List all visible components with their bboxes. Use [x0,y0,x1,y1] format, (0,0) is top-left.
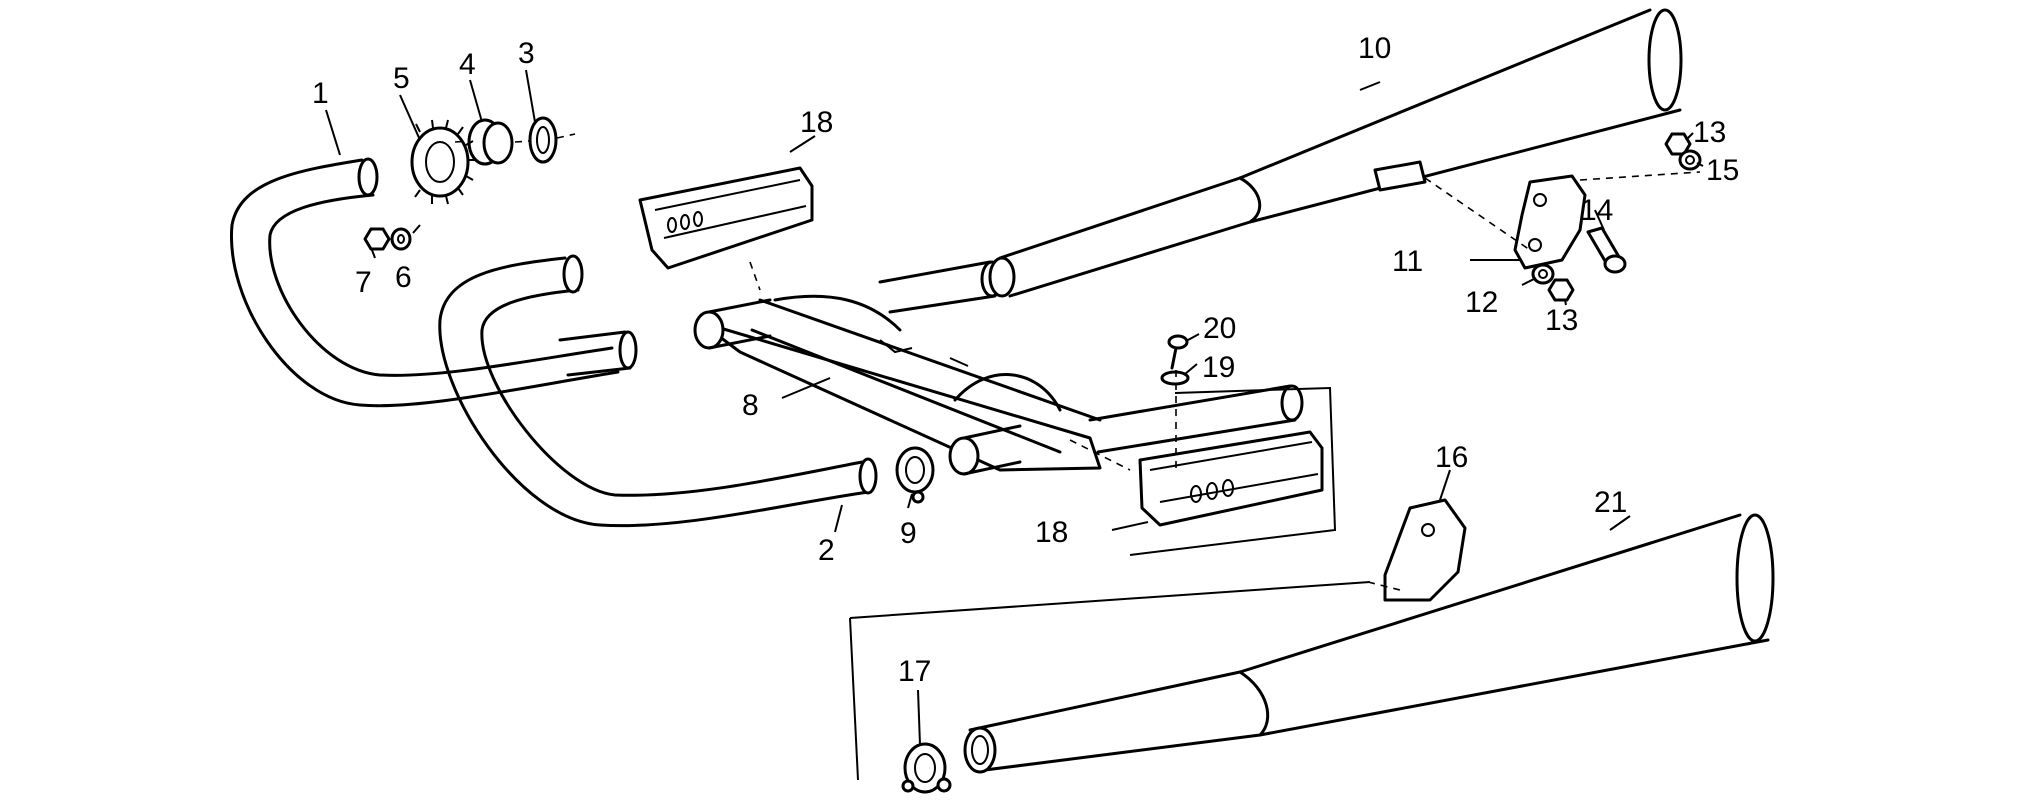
bolt-20 [1167,334,1189,370]
pipe-clamp [895,446,935,504]
mounting-bracket-lower [1138,430,1324,527]
callout-6: 6 [395,261,412,294]
callout-5: 5 [393,62,410,95]
callout-12: 12 [1465,286,1498,319]
callout-18: 18 [800,106,833,139]
callout-1: 1 [312,77,329,110]
header-pipe-right [438,254,878,528]
callout-3: 3 [518,37,535,70]
header-pipe-left [229,157,638,408]
washer-6 [390,227,412,251]
callout-14: 14 [1580,194,1613,227]
mounting-bracket-upper [638,166,814,270]
callout-21: 21 [1594,486,1627,519]
nut-7 [363,227,391,251]
exhaust-gasket [528,116,558,164]
callout-labels: 1 2 3 4 5 6 7 8 9 10 11 12 13 13 14 15 1… [312,32,1739,688]
callout-18: 18 [1035,516,1068,549]
washer-15 [1678,149,1702,171]
leader-lines [325,69,1704,746]
callout-10: 10 [1358,32,1391,65]
callout-4: 4 [459,48,476,81]
callout-8: 8 [742,389,759,422]
bolt-14 [1586,226,1627,274]
crossover-balance-pipe [693,294,1102,476]
nut-13-lower [1547,278,1575,302]
finned-ring-nut [410,119,476,205]
callout-13: 13 [1693,116,1726,149]
callout-19: 19 [1202,351,1235,384]
callout-7: 7 [355,266,372,299]
washer-12 [1531,263,1555,285]
crossover-outlet-pipe-lower [1088,384,1304,454]
silencer-lower [963,513,1775,774]
silencer-clamp [901,742,952,794]
exhaust-collar [467,118,514,166]
callout-20: 20 [1203,312,1236,345]
assembly-lines [454,133,1701,591]
frame-outline-lines [849,386,1371,781]
callout-9: 9 [900,517,917,550]
silencer-upper [988,8,1683,298]
callout-11: 11 [1392,245,1423,278]
washer-19 [1160,370,1190,386]
silencer-mount-plate [1373,160,1427,192]
callout-16: 16 [1435,441,1468,474]
crossover-outlet-pipe-upper [878,260,1004,314]
callout-2: 2 [818,534,835,567]
callout-13: 13 [1545,304,1578,337]
silencer-bracket-rear [1513,174,1587,270]
callout-17: 17 [898,655,931,688]
silencer-bracket-front [1383,498,1467,602]
callout-15: 15 [1706,154,1739,187]
